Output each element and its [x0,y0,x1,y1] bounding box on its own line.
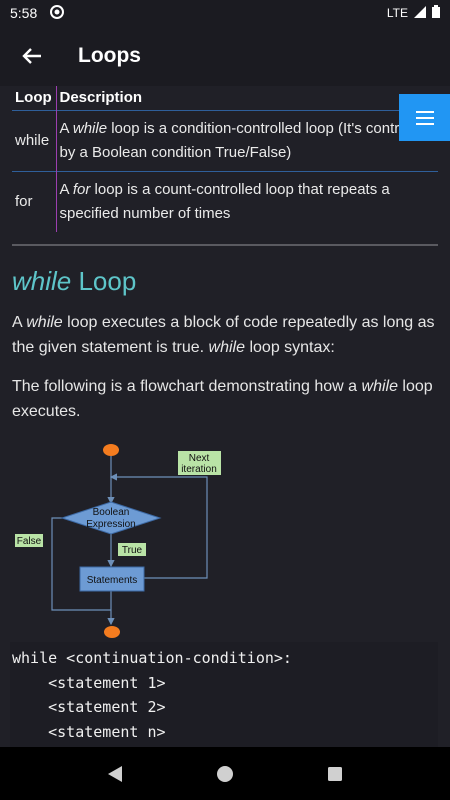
statements-label: Statements [87,575,138,586]
code-block: while <continuation-condition>: <stateme… [10,642,438,747]
menu-button[interactable] [399,94,450,141]
loops-table: Loop Description while A while loop is a… [12,86,438,232]
nav-recents-icon[interactable] [315,754,355,794]
back-arrow-icon[interactable] [18,42,46,70]
start-terminal [103,444,119,456]
end-terminal [104,626,120,638]
signal-icon [414,5,426,21]
status-right: LTE [387,5,440,21]
table-row: for A for loop is a count-controlled loo… [12,170,438,232]
status-bar: 5:58 LTE [0,0,450,26]
app-bar: Loops [0,26,450,86]
decision-label-2: Expression [86,519,135,530]
page-title: Loops [78,44,141,67]
battery-icon [432,5,440,21]
code-line: <statement n> [12,722,166,741]
status-time: 5:58 [10,5,38,21]
navigation-bar [0,747,450,800]
flowchart-paragraph: The following is a flowchart demonstrati… [12,378,433,420]
section-heading: while Loop [12,266,137,296]
next-iteration-label-1: Next [189,453,210,464]
table-cell-description: A while loop is a condition-controlled l… [56,109,438,171]
intro-paragraph: A while loop executes a block of code re… [12,314,435,356]
content-scroll[interactable]: Loop Description while A while loop is a… [0,86,450,747]
code-line: <statement 1> [12,673,166,692]
table-row: while A while loop is a condition-contro… [12,109,438,171]
menu-icon [415,110,434,125]
statements-node [79,566,145,592]
decision-label-1: Boolean [93,507,130,518]
table-header-description: Description [59,89,143,107]
next-iteration-label-2: iteration [181,464,217,475]
decision-node [60,501,162,535]
table-cell-loop: while [12,109,57,171]
nav-back-icon[interactable] [95,754,135,794]
false-label: False [17,536,42,547]
table-cell-loop: for [12,170,57,232]
code-line: while <continuation-condition>: [12,649,292,667]
true-label: True [122,545,143,556]
divider [12,244,438,246]
table-cell-description: A for loop is a count-controlled loop th… [56,170,438,232]
nav-home-icon[interactable] [205,754,245,794]
network-type: LTE [386,6,408,20]
table-header-loop: Loop [12,86,57,110]
code-line: <statement 2> [12,698,166,716]
at-icon [49,4,65,23]
while-flowchart: Boolean Expression Statements Next itera… [15,444,221,638]
